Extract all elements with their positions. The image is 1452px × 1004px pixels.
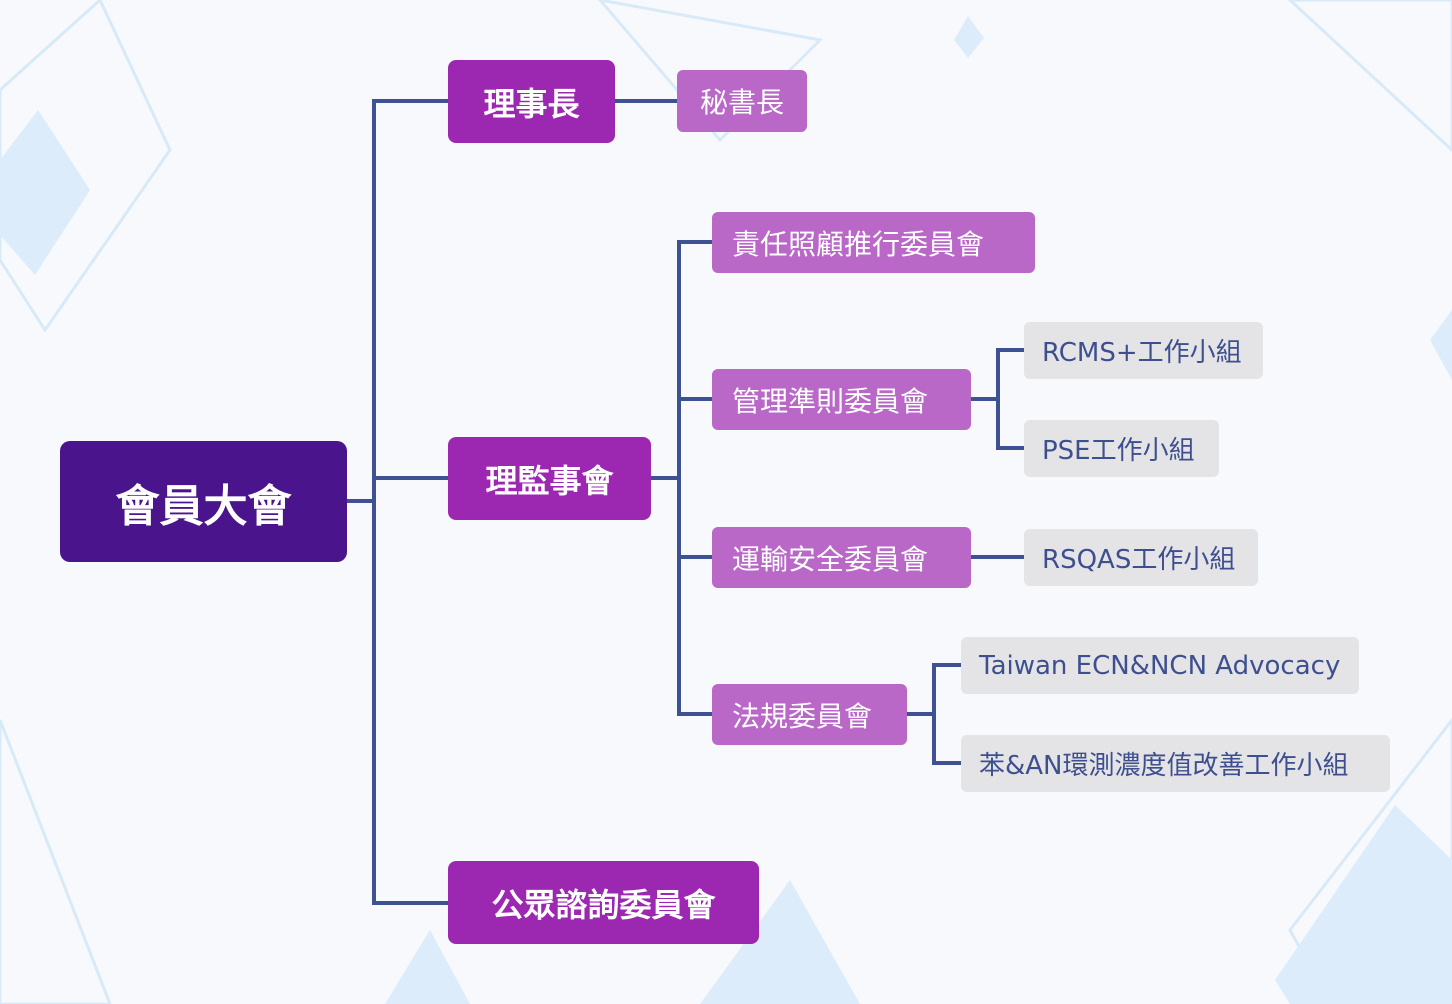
management-code-committee-node: 管理準則委員會	[712, 369, 971, 430]
regulatory-committee-node: 法規委員會	[712, 684, 907, 745]
public-advisory-committee-node: 公眾諮詢委員會	[448, 861, 759, 944]
rsqas-working-group-node: RSQAS工作小組	[1024, 529, 1258, 586]
responsible-care-committee-node: 責任照顧推行委員會	[712, 212, 1035, 273]
pse-working-group-node: PSE工作小組	[1024, 420, 1219, 477]
chairman-node: 理事長	[448, 60, 615, 143]
taiwan-ecn-ncn-advocacy-node: Taiwan ECN&NCN Advocacy	[961, 637, 1359, 694]
general-assembly-node: 會員大會	[60, 441, 347, 562]
transport-safety-committee-node: 運輸安全委員會	[712, 527, 971, 588]
benzene-an-working-group-node: 苯&AN環測濃度值改善工作小組	[961, 735, 1390, 792]
board-node: 理監事會	[448, 437, 651, 520]
rcms-working-group-node: RCMS+工作小組	[1024, 322, 1263, 379]
secretary-general-node: 秘書長	[677, 70, 807, 132]
